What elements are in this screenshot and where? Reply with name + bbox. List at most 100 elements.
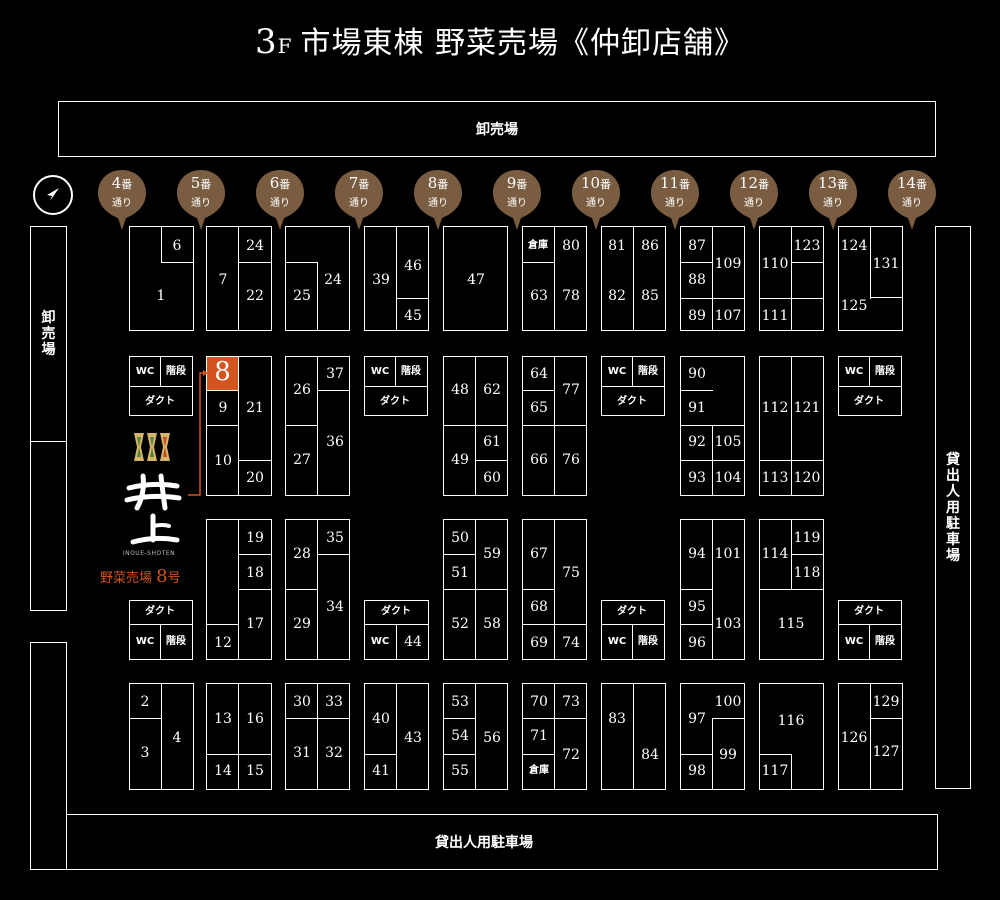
stall-76[interactable]: 76 <box>562 452 580 468</box>
stall-120[interactable]: 120 <box>793 470 821 486</box>
highlighted-stall[interactable]: 8 <box>206 356 239 391</box>
stall-60[interactable]: 60 <box>483 470 501 486</box>
stall-110[interactable]: 110 <box>761 256 789 272</box>
stall-121[interactable]: 121 <box>793 400 821 416</box>
stall-82[interactable]: 82 <box>608 288 626 304</box>
stall-52[interactable]: 52 <box>451 616 469 632</box>
stall-96[interactable]: 96 <box>688 635 706 651</box>
stall-10[interactable]: 10 <box>214 453 232 469</box>
stall-24[interactable]: 24 <box>324 272 342 288</box>
stall-62[interactable]: 62 <box>483 382 501 398</box>
stall-41[interactable]: 41 <box>372 763 390 779</box>
stall-85[interactable]: 85 <box>641 288 659 304</box>
stall-91[interactable]: 91 <box>688 400 706 416</box>
stall-103[interactable]: 103 <box>714 616 742 632</box>
stall-12[interactable]: 12 <box>214 635 232 651</box>
stall-127[interactable]: 127 <box>872 744 900 760</box>
stall-16[interactable]: 16 <box>246 711 264 727</box>
stall-98[interactable]: 98 <box>688 763 706 779</box>
stall-49[interactable]: 49 <box>451 452 469 468</box>
stall-14[interactable]: 14 <box>214 763 232 779</box>
stall-56[interactable]: 56 <box>483 730 501 746</box>
stall-37[interactable]: 37 <box>326 366 344 382</box>
stall-83[interactable]: 83 <box>608 711 626 727</box>
stall-15[interactable]: 15 <box>246 763 264 779</box>
stall-19[interactable]: 19 <box>246 530 264 546</box>
stall-109[interactable]: 109 <box>714 256 742 272</box>
stall-7[interactable]: 7 <box>218 272 228 288</box>
stall-9[interactable]: 9 <box>218 400 228 416</box>
stall-107[interactable]: 107 <box>714 308 742 324</box>
stall-32[interactable]: 32 <box>325 745 343 761</box>
stall-24[interactable]: 24 <box>246 238 264 254</box>
stall-86[interactable]: 86 <box>641 238 659 254</box>
stall-78[interactable]: 78 <box>562 288 580 304</box>
stall-113[interactable]: 113 <box>761 470 789 486</box>
stall-77[interactable]: 77 <box>562 382 580 398</box>
stall-59[interactable]: 59 <box>483 546 501 562</box>
stall-116[interactable]: 116 <box>777 713 805 729</box>
stall-22[interactable]: 22 <box>246 288 264 304</box>
stall-51[interactable]: 51 <box>451 565 469 581</box>
stall-35[interactable]: 35 <box>326 530 344 546</box>
stall-87[interactable]: 87 <box>688 238 706 254</box>
stall-89[interactable]: 89 <box>688 308 706 324</box>
stall-73[interactable]: 73 <box>562 694 580 710</box>
stall-31[interactable]: 31 <box>293 745 311 761</box>
stall-112[interactable]: 112 <box>761 400 789 416</box>
stall-39[interactable]: 39 <box>372 272 390 288</box>
stall-68[interactable]: 68 <box>530 599 548 615</box>
stall-90[interactable]: 90 <box>688 366 706 382</box>
stall-114[interactable]: 114 <box>761 546 789 562</box>
stall-125[interactable]: 125 <box>840 298 868 314</box>
stall-131[interactable]: 131 <box>872 256 900 272</box>
stall-119[interactable]: 119 <box>793 530 821 546</box>
stall-2[interactable]: 2 <box>140 694 150 710</box>
stall-18[interactable]: 18 <box>246 565 264 581</box>
stall-105[interactable]: 105 <box>714 434 742 450</box>
stall-70[interactable]: 70 <box>530 694 548 710</box>
stall-4[interactable]: 4 <box>172 730 182 746</box>
stall-115[interactable]: 115 <box>777 616 805 632</box>
stall-97[interactable]: 97 <box>688 711 706 727</box>
stall-74[interactable]: 74 <box>562 635 580 651</box>
stall-69[interactable]: 69 <box>530 635 548 651</box>
stall-94[interactable]: 94 <box>688 546 706 562</box>
stall-118[interactable]: 118 <box>793 565 821 581</box>
stall-64[interactable]: 64 <box>530 366 548 382</box>
stall-3[interactable]: 3 <box>140 745 150 761</box>
stall-30[interactable]: 30 <box>293 694 311 710</box>
stall-66[interactable]: 66 <box>530 452 548 468</box>
stall-95[interactable]: 95 <box>688 599 706 615</box>
stall-99[interactable]: 99 <box>719 747 737 763</box>
stall-80[interactable]: 80 <box>562 238 580 254</box>
stall-6[interactable]: 6 <box>172 238 182 254</box>
stall-92[interactable]: 92 <box>688 434 706 450</box>
stall-72[interactable]: 72 <box>562 747 580 763</box>
stall-123[interactable]: 123 <box>793 238 821 254</box>
stall-50[interactable]: 50 <box>451 530 469 546</box>
stall-27[interactable]: 27 <box>293 452 311 468</box>
stall-53[interactable]: 53 <box>451 694 469 710</box>
stall-21[interactable]: 21 <box>246 400 264 416</box>
stall-63[interactable]: 63 <box>530 288 548 304</box>
stall-46[interactable]: 46 <box>404 258 422 274</box>
stall-88[interactable]: 88 <box>688 272 706 288</box>
stall-124[interactable]: 124 <box>840 238 868 254</box>
stall-25[interactable]: 25 <box>293 288 311 304</box>
stall-29[interactable]: 29 <box>293 616 311 632</box>
stall-54[interactable]: 54 <box>451 728 469 744</box>
stall-48[interactable]: 48 <box>451 382 469 398</box>
stall-75[interactable]: 75 <box>562 565 580 581</box>
stall-17[interactable]: 17 <box>246 616 264 632</box>
stall-126[interactable]: 126 <box>840 730 868 746</box>
stall-100[interactable]: 100 <box>714 694 742 710</box>
stall-117[interactable]: 117 <box>761 763 789 779</box>
stall-81[interactable]: 81 <box>608 238 626 254</box>
stall-111[interactable]: 111 <box>761 308 789 324</box>
stall-71[interactable]: 71 <box>530 728 548 744</box>
stall-40[interactable]: 40 <box>372 711 390 727</box>
stall-47[interactable]: 47 <box>467 272 485 288</box>
stall-26[interactable]: 26 <box>293 382 311 398</box>
stall-61[interactable]: 61 <box>483 434 501 450</box>
